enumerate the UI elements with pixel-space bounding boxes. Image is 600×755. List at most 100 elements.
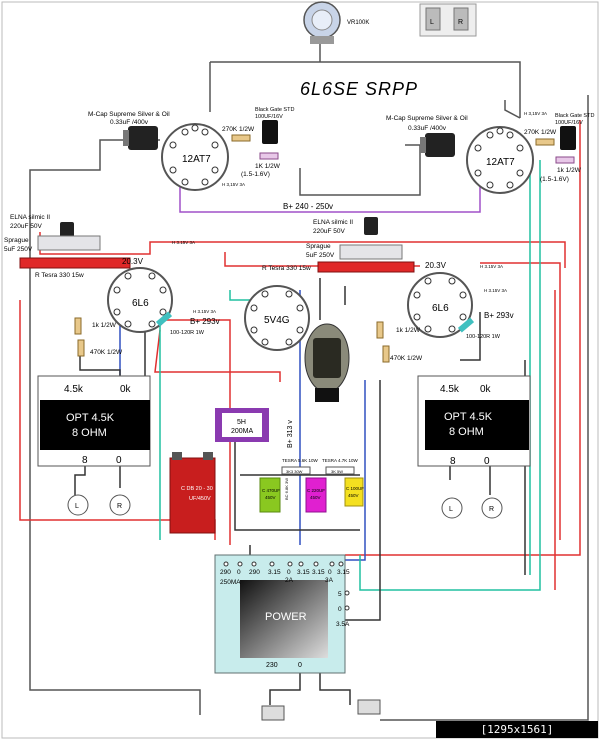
tap-0-c: 0 bbox=[328, 569, 332, 576]
right-coupling-cap bbox=[425, 133, 455, 157]
left-tesra-resistor bbox=[19, 257, 131, 269]
filter-cap-2 bbox=[305, 477, 327, 513]
right-bypass-value: 100UF/16V bbox=[555, 120, 583, 126]
left-speaker-l bbox=[67, 494, 89, 516]
left-bypass-value: 100UF/16V bbox=[255, 114, 283, 120]
left-100r-label: 100-120R 1W bbox=[170, 330, 205, 336]
rectifier-label: 5V4G bbox=[264, 315, 290, 326]
left-sprague-name: Sprague bbox=[4, 237, 29, 244]
right-elna-cap bbox=[364, 217, 378, 235]
input-left-label: L bbox=[430, 19, 434, 26]
left-12at7-socket bbox=[161, 123, 229, 191]
volume-pot-label: VR100K bbox=[347, 20, 369, 26]
left-1k-2w-label: 1k 1/2W bbox=[92, 322, 117, 329]
right-270k-label: 270K 1/2W bbox=[524, 129, 557, 136]
left-270k-label: 270K 1/2W bbox=[222, 126, 255, 133]
left-opt-name: OPT 4.5K bbox=[66, 412, 115, 424]
transformer-core bbox=[240, 580, 328, 658]
right-speaker-l bbox=[441, 497, 463, 519]
right-470k-label: 470K 1/2W bbox=[390, 355, 423, 362]
right-preamp: M-Cap Supreme Silver & Oil 0.33uF /400v … bbox=[386, 111, 594, 194]
right-6l6-socket bbox=[407, 272, 473, 338]
tesra-filter-b: TESRA 4.7K 10W bbox=[322, 458, 359, 463]
left-sprague-value: 5uF 250V bbox=[4, 246, 33, 253]
right-sprague-cap bbox=[339, 244, 403, 260]
volume-pot: VR100K bbox=[303, 1, 369, 44]
left-6l6: 20.3V 6L6 B+ 293v H 3.15V 3A 100-120R 1W… bbox=[74, 257, 220, 357]
left-470k-label: 470K 1/2W bbox=[90, 349, 123, 356]
left-6l6-cathode-voltage: 20.3V bbox=[122, 257, 144, 266]
left-opt: 4.5k 0k OPT 4.5K 8 OHM 8 0 L R bbox=[37, 375, 151, 516]
left-opt-tap-b: 0 bbox=[116, 455, 122, 466]
tap-250ma: 250MA bbox=[220, 579, 241, 586]
mains-0: 0 bbox=[298, 662, 302, 669]
filter-cap-3-value: C 100UF bbox=[346, 486, 364, 491]
right-12at7-label: 12AT7 bbox=[486, 157, 515, 168]
rectifier-socket bbox=[244, 285, 310, 351]
choke-current: 200MA bbox=[231, 428, 254, 435]
tap-3a: 3A bbox=[325, 577, 334, 584]
right-tesra-resistor bbox=[317, 261, 415, 273]
right-elna-value: 220uF 50V bbox=[313, 228, 345, 235]
tap-315-a: 3.15 bbox=[268, 569, 281, 576]
left-b-plus-power: B+ 293v bbox=[190, 317, 220, 326]
tap-0-b: 0 bbox=[287, 569, 291, 576]
mains-230: 230 bbox=[266, 662, 278, 669]
transformer-label: POWER bbox=[265, 611, 307, 623]
right-heater-3a-label: H 3.15V 3A bbox=[480, 264, 503, 269]
input-right-label: R bbox=[458, 19, 463, 26]
right-tesra-label: R Tesra 330 15w bbox=[262, 265, 311, 272]
left-bypass-name: Black Gate STD bbox=[255, 107, 294, 113]
left-coupling-cap-value: 0.33uF /400v bbox=[110, 119, 149, 126]
watermark: [1295x1561] http://upic.me/ bbox=[436, 721, 598, 753]
b-plus-pre-label: B+ 240 - 250v bbox=[283, 202, 333, 211]
tap-2a: 2A bbox=[285, 577, 294, 584]
left-grid-stopper bbox=[155, 311, 173, 327]
tap-290-b: 290 bbox=[249, 569, 260, 576]
frame-border bbox=[1, 1, 599, 739]
left-6l6-label: 6L6 bbox=[132, 298, 149, 309]
right-sprague-name: Sprague bbox=[306, 243, 331, 250]
left-preamp: M-Cap Supreme Silver & Oil 0.33uF /400v … bbox=[88, 107, 294, 191]
right-opt-impedance: 8 OHM bbox=[449, 426, 484, 438]
right-opt-primary-b: 0k bbox=[480, 384, 492, 395]
filter-cap-1-voltage: 450V bbox=[265, 495, 276, 500]
right-6l6-cathode-voltage: 20.3V bbox=[425, 261, 447, 270]
right-opt-primary-a: 4.5k bbox=[440, 384, 460, 395]
left-opt-primary-b: 0k bbox=[120, 384, 132, 395]
tap-290-a: 290 bbox=[220, 569, 231, 576]
left-heater-label: H 3,15V 3A bbox=[222, 182, 245, 187]
left-bypass-cap bbox=[262, 120, 278, 144]
mains-switch bbox=[261, 699, 381, 721]
main-cap: C DB 20 - 30 UF/450V bbox=[169, 452, 216, 534]
filter-cap-3 bbox=[344, 477, 364, 507]
right-6l6: 20.3V 6L6 B+ 293v H 3.15V 3A 100-120R 1W… bbox=[376, 261, 514, 363]
left-opt-primary-a: 4.5k bbox=[64, 384, 84, 395]
right-opt: 4.5k 0k OPT 4.5K 8 OHM 8 0 L R bbox=[417, 375, 531, 519]
filter-cap-3-voltage: 450V bbox=[348, 493, 359, 498]
tap-0-a: 0 bbox=[237, 569, 241, 576]
right-opt-tap-a: 8 bbox=[450, 456, 456, 467]
filter-res-label-a: 3K3 30W bbox=[286, 469, 303, 474]
power-transformer: POWER 290 0 290 3.15 0 3.15 3.15 0 3.15 … bbox=[214, 554, 350, 674]
left-elna-sprague: ELNA silmic II 220uF 50V Sprague 5uF 250… bbox=[4, 214, 195, 279]
left-1k-label: 1K 1/2W bbox=[255, 163, 281, 170]
right-heater-power: H 3.15V 3A bbox=[484, 288, 507, 293]
filter-cap-2-value: C 220UF bbox=[307, 488, 325, 493]
rect-tap-0: 0 bbox=[338, 606, 342, 613]
filter-res-label-b: 3K 5W bbox=[331, 469, 343, 474]
right-opt-tap-b: 0 bbox=[484, 456, 490, 467]
choke: 5H 200MA bbox=[215, 408, 269, 442]
left-heater-power: H 3.15V 3A bbox=[193, 309, 216, 314]
left-speaker-l-label: L bbox=[75, 503, 79, 510]
left-opt-tap-a: 8 bbox=[82, 455, 88, 466]
right-elna-sprague: ELNA silmic II 220uF 50V Sprague 5uF 250… bbox=[262, 217, 503, 273]
left-tesra-label: R Tesra 330 15w bbox=[35, 272, 84, 279]
left-6l6-socket bbox=[107, 267, 173, 333]
right-100r-label: 100-120R 1W bbox=[466, 334, 501, 340]
schematic-title: 6L6SE SRPP bbox=[300, 79, 418, 99]
left-sprague-cap bbox=[37, 235, 101, 251]
left-elna-value: 220uF 50V bbox=[10, 223, 42, 230]
left-heater-3a-label: H 3.15V 3A bbox=[172, 240, 195, 245]
